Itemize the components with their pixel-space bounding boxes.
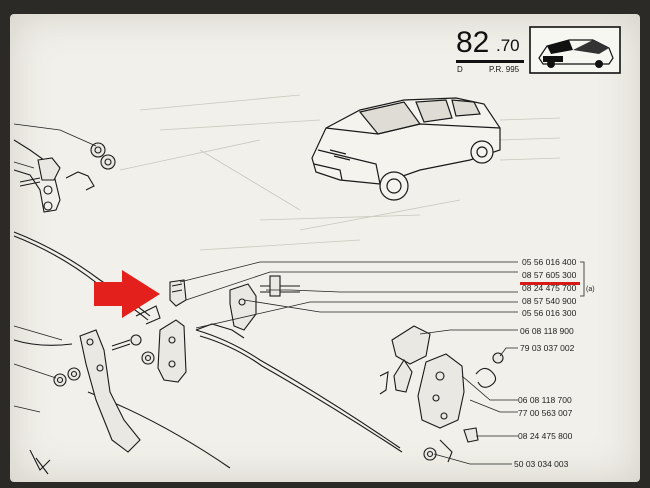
hood-catch-parts: [135, 275, 300, 383]
page-number-decimal: .70: [496, 36, 520, 55]
part-number: 08 57 540 900: [522, 296, 577, 306]
part-number-highlighted: 08 57 605 300: [522, 270, 577, 280]
part-number: 08 24 475 800: [518, 431, 573, 441]
page-number-main: 82: [456, 26, 490, 59]
header-rule: [456, 60, 524, 63]
car-illustration: [311, 97, 501, 201]
hinge-assembly-left: [13, 139, 116, 213]
header-code-left: D: [457, 65, 463, 74]
part-number: 05 56 016 400: [522, 257, 577, 267]
part-number: 05 56 016 300: [522, 308, 577, 318]
car-thumbnail-icon: [529, 26, 621, 74]
part-number: 06 08 118 900: [520, 326, 574, 336]
red-arrow-icon: [94, 270, 160, 318]
hood-lock-mechanism: [379, 325, 504, 463]
annotation-label: (a): [586, 286, 595, 293]
release-lever: [29, 329, 142, 475]
part-number: 08 24 475 700: [522, 283, 577, 293]
part-number: 06 08 118 700: [518, 395, 572, 405]
header-code-right: P.R. 995: [489, 65, 520, 74]
part-number: 77 00 563 007: [518, 408, 573, 418]
part-number: 79 03 037 002: [520, 343, 575, 353]
part-number: 50 03 034 003: [514, 459, 569, 469]
highlight-underline: [520, 282, 580, 285]
